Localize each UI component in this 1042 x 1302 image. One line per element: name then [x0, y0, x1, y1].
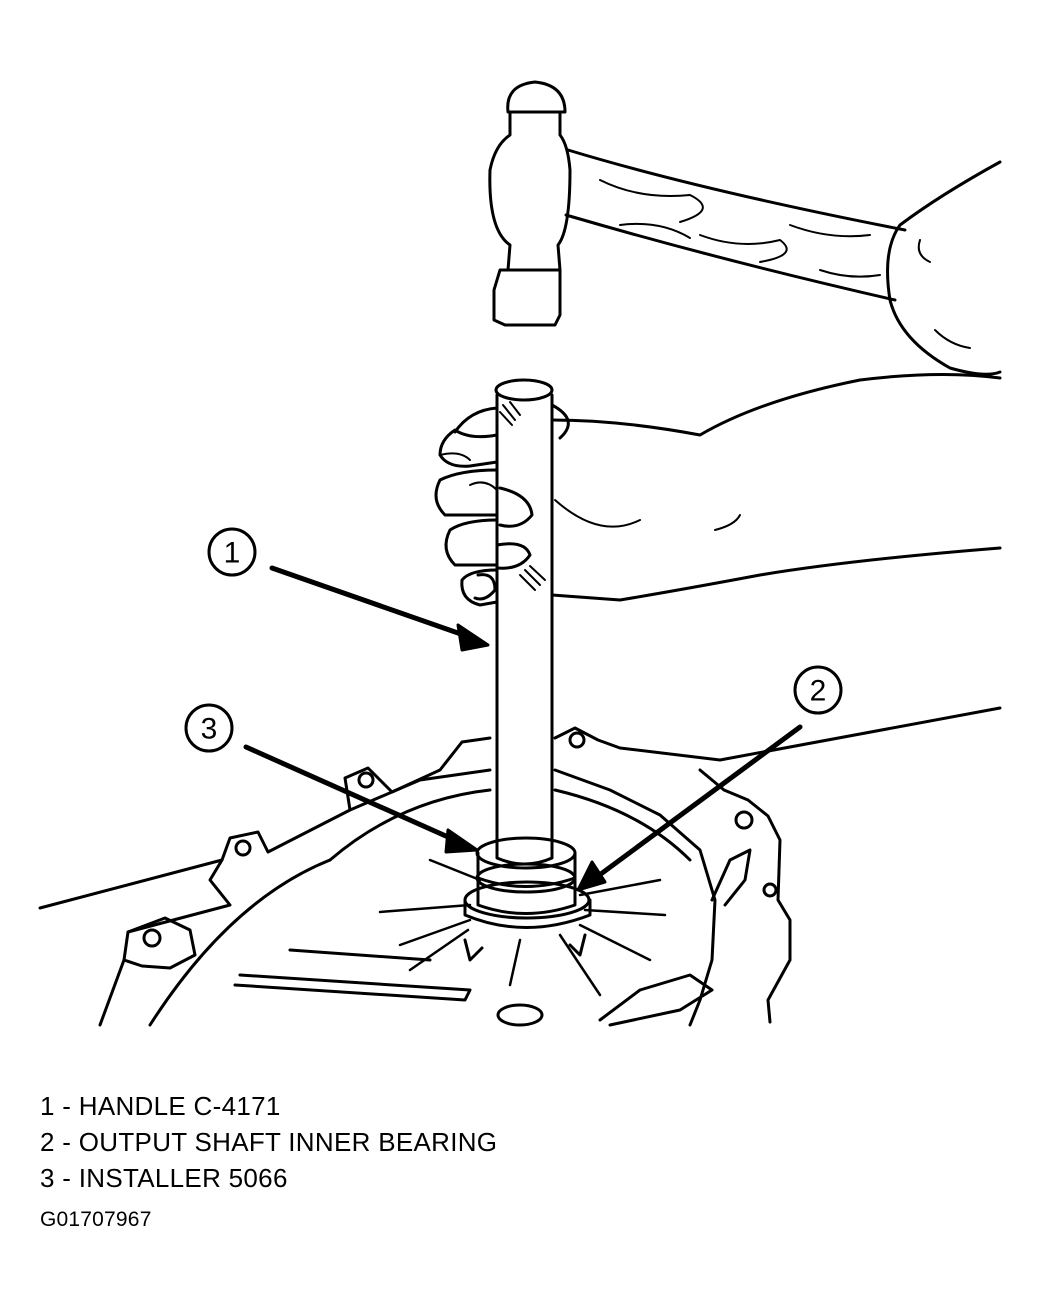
- callout-3: 3: [184, 703, 479, 854]
- legend-item-3: 3 - INSTALLER 5066: [40, 1163, 288, 1193]
- callout-3-number: 3: [201, 713, 218, 746]
- hammer: [488, 80, 907, 327]
- transmission-case: [38, 706, 1002, 1027]
- hand-holding-hammer: [886, 160, 1002, 376]
- callout-1-number: 1: [224, 537, 241, 570]
- figure-id: G01707967: [40, 1208, 152, 1231]
- hand-gripping-handle: [434, 372, 1002, 607]
- legend: 1 - HANDLE C-4171 2 - OUTPUT SHAFT INNER…: [40, 1088, 497, 1196]
- case-ribs: [378, 858, 667, 997]
- callout-2: 2: [576, 665, 843, 892]
- callout-1: 1: [207, 527, 490, 652]
- bearing-installer-assembly: [463, 836, 592, 962]
- legend-item-2: 2 - OUTPUT SHAFT INNER BEARING: [40, 1127, 498, 1157]
- callout-2-number: 2: [810, 675, 827, 708]
- handle-tool: [494, 378, 554, 866]
- legend-item-1: 1 - HANDLE C-4171: [40, 1091, 281, 1121]
- bearing-installation-illustration: 1 2 3: [38, 80, 1002, 1027]
